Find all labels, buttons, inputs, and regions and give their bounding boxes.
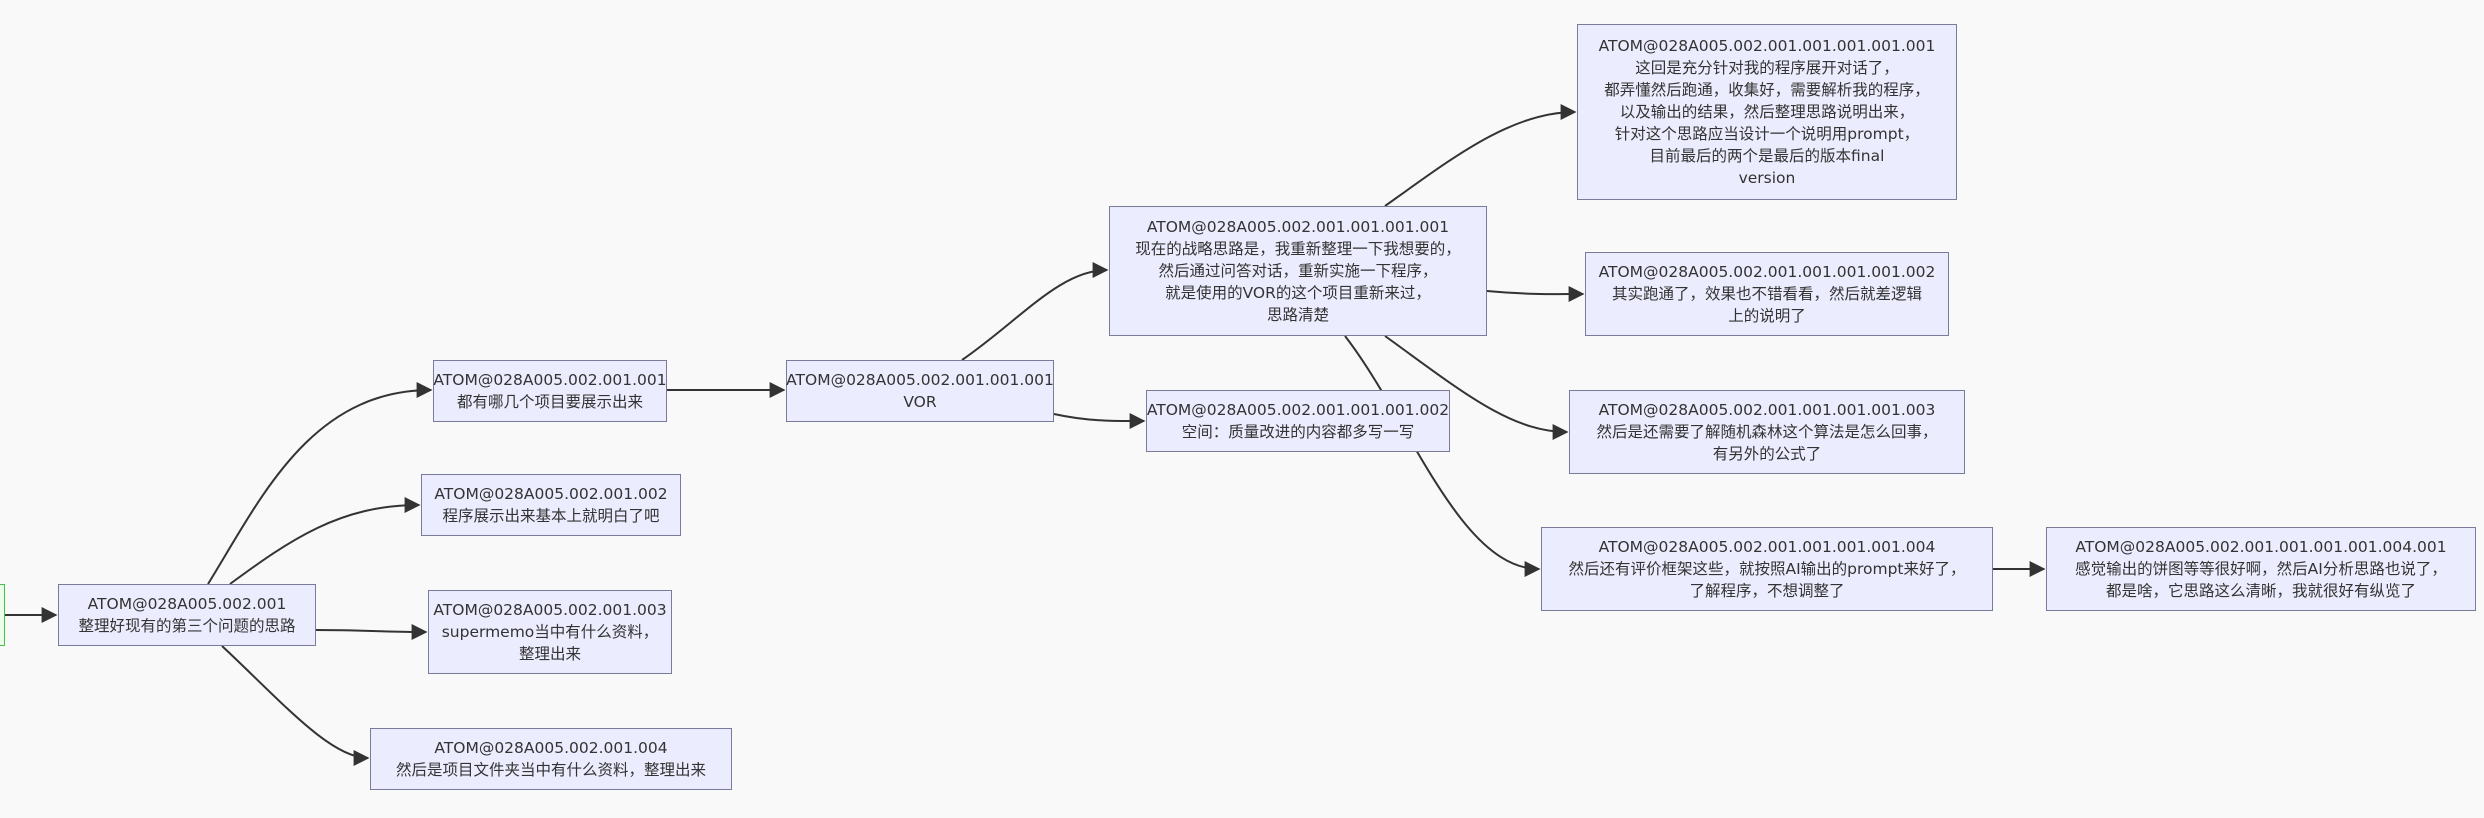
node-028a005-002-001-004[interactable]: ATOM@028A005.002.001.004 然后是项目文件夹当中有什么资料… xyxy=(370,728,732,790)
node-text: 这回是充分针对我的程序展开对话了， 都弄懂然后跑通，收集好，需要解析我的程序， … xyxy=(1604,59,1930,187)
node-text: VOR xyxy=(903,393,937,411)
edge-n7-to-n12 xyxy=(1344,335,1541,577)
node-028a005-002-001-001-001-001-002[interactable]: ATOM@028A005.002.001.001.001.001.002 其实跑… xyxy=(1585,252,1949,336)
node-id: ATOM@028A005.002.001.001.001.001.002 xyxy=(1598,263,1936,281)
edge-n1-to-n2 xyxy=(207,382,433,585)
edge-n6-to-n7 xyxy=(961,262,1109,361)
node-id: ATOM@028A005.002.001.001.001.001 xyxy=(1146,218,1450,236)
node-id: ATOM@028A005.002.001.001 xyxy=(433,371,667,389)
node-028a005-002-001-001-001-001-001[interactable]: ATOM@028A005.002.001.001.001.001.001 这回是… xyxy=(1577,24,1957,200)
node-text: 整理好现有的第三个问题的思路 xyxy=(78,617,296,635)
node-028a005-002-001-003[interactable]: ATOM@028A005.002.001.003 supermemo当中有什么资… xyxy=(428,590,672,674)
node-028a005-002-001-001-001-001-003[interactable]: ATOM@028A005.002.001.001.001.001.003 然后是… xyxy=(1569,390,1965,474)
node-text: 然后是还需要了解随机森林这个算法是怎么回事， 有另外的公式了 xyxy=(1596,423,1938,463)
node-028a005-002-001-001-001[interactable]: ATOM@028A005.002.001.001.001 VOR xyxy=(786,360,1054,422)
edge-n7-to-n11 xyxy=(1384,335,1569,440)
node-028a005-002-001-002[interactable]: ATOM@028A005.002.001.002 程序展示出来基本上就明白了吧 xyxy=(421,474,681,536)
node-id: ATOM@028A005.002.001.001.001.001.004 xyxy=(1598,538,1936,556)
node-id: ATOM@028A005.002.001.001.001.001.001 xyxy=(1598,37,1936,55)
node-id: ATOM@028A005.002.001 xyxy=(87,595,287,613)
node-text: 程序展示出来基本上就明白了吧 xyxy=(442,507,660,525)
node-text: 空间：质量改进的内容都多写一写 xyxy=(1181,423,1415,441)
node-028a005-002-001-001-001-002[interactable]: ATOM@028A005.002.001.001.001.002 空间：质量改进… xyxy=(1146,390,1450,452)
edge-n7-to-n9 xyxy=(1384,104,1577,207)
node-id: ATOM@028A005.002.001.001.001.001.003 xyxy=(1598,401,1936,419)
edge-n1-to-n4 xyxy=(315,623,428,640)
edge-n7-to-n10 xyxy=(1486,286,1585,303)
node-text: 现在的战略思路是，我重新整理一下我想要的， 然后通过问答对话，重新实施一下程序，… xyxy=(1135,240,1461,324)
node-id: ATOM@028A005.002.001.001.001 xyxy=(786,371,1054,389)
node-028a005-002-001[interactable]: ATOM@028A005.002.001 整理好现有的第三个问题的思路 xyxy=(58,584,316,646)
edge-n1-to-n3 xyxy=(229,497,421,585)
node-id: ATOM@028A005.002.001.001.001.002 xyxy=(1146,401,1450,419)
node-text: 感觉输出的饼图等等很好啊，然后AI分析思路也说了， 都是啥，它思路这么清晰，我就… xyxy=(2075,560,2447,600)
node-028a005-002-001-001[interactable]: ATOM@028A005.002.001.001 都有哪几个项目要展示出来 xyxy=(433,360,667,422)
node-id: ATOM@028A005.002.001.001.001.001.004.001 xyxy=(2075,538,2447,556)
node-id: ATOM@028A005.002.001.003 xyxy=(433,601,667,619)
edge-n1-to-n5 xyxy=(221,645,370,766)
node-028a005-002-001-001-001-001-004-001[interactable]: ATOM@028A005.002.001.001.001.001.004.001… xyxy=(2046,527,2476,611)
node-028a005-002-001-001-001-001[interactable]: ATOM@028A005.002.001.001.001.001 现在的战略思路… xyxy=(1109,206,1487,336)
node-text: 其实跑通了，效果也不错看看，然后就差逻辑 上的说明了 xyxy=(1611,285,1922,325)
root-node-stub[interactable] xyxy=(0,584,5,646)
edge-n6-to-n8 xyxy=(1053,413,1146,430)
node-text: 都有哪几个项目要展示出来 xyxy=(456,393,643,411)
node-id: ATOM@028A005.002.001.002 xyxy=(434,485,668,503)
node-028a005-002-001-001-001-001-004[interactable]: ATOM@028A005.002.001.001.001.001.004 然后还… xyxy=(1541,527,1993,611)
node-text: 然后还有评价框架这些，就按照AI输出的prompt来好了， 了解程序，不想调整了 xyxy=(1568,560,1966,600)
node-id: ATOM@028A005.002.001.004 xyxy=(434,739,668,757)
node-text: 然后是项目文件夹当中有什么资料，整理出来 xyxy=(395,761,706,779)
node-text: supermemo当中有什么资料， 整理出来 xyxy=(441,623,659,663)
